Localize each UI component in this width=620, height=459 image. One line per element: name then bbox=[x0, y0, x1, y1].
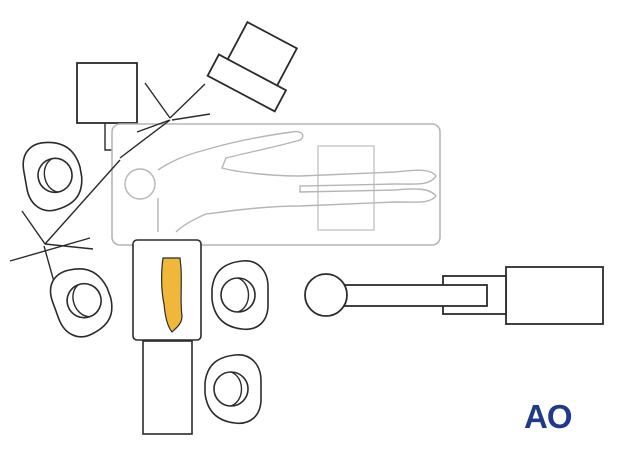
instrument-table bbox=[142, 340, 193, 435]
mobile-c-arm bbox=[304, 266, 604, 325]
monitor-cart bbox=[76, 62, 138, 151]
iv-pole bbox=[119, 82, 211, 159]
c-arm-monitor bbox=[206, 20, 299, 113]
surgeon bbox=[211, 259, 269, 331]
operative-arm bbox=[161, 257, 183, 333]
patient bbox=[124, 130, 437, 233]
scrub-nurse bbox=[204, 353, 262, 425]
anesthesiologist bbox=[18, 136, 88, 216]
operating-table bbox=[111, 123, 441, 246]
assistant bbox=[43, 258, 122, 344]
ao-logo: AO bbox=[524, 398, 573, 435]
